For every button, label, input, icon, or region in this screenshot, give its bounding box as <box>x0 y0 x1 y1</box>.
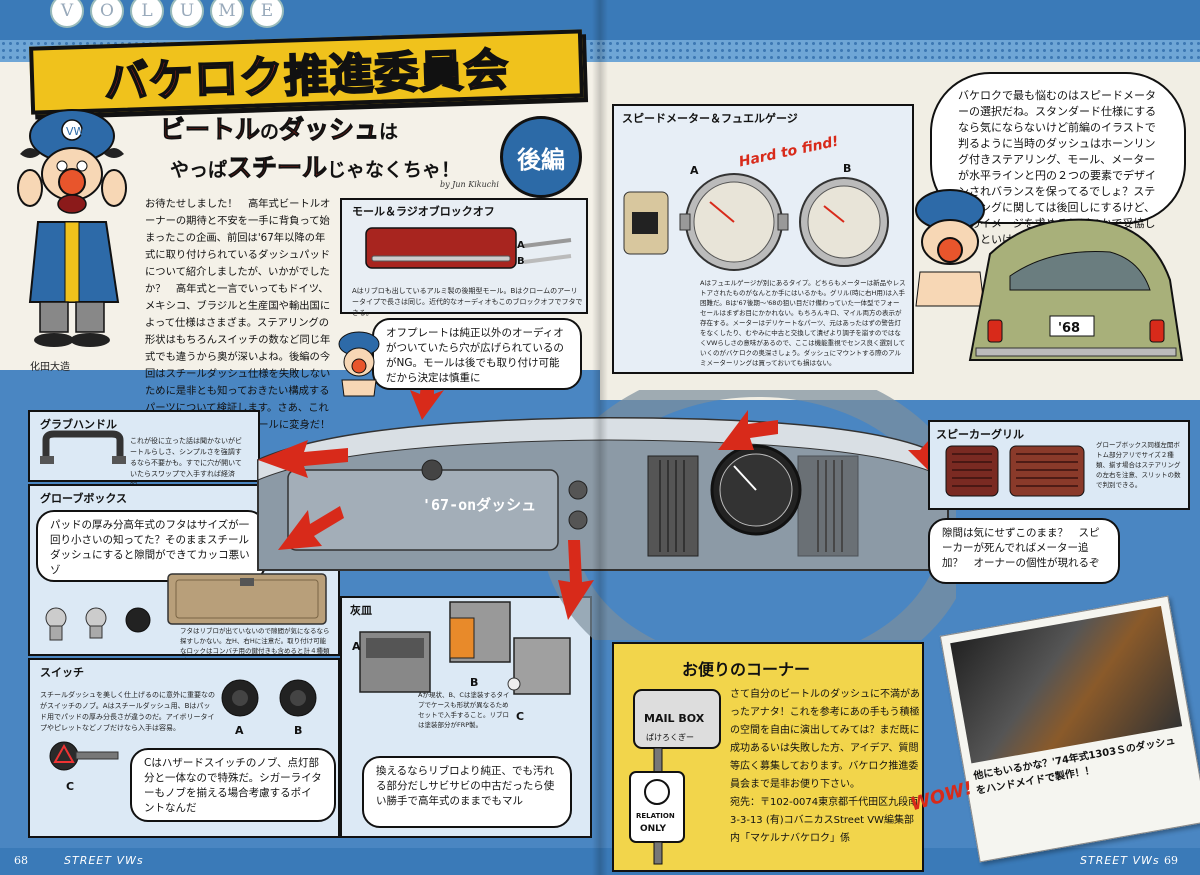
svg-text:'68: '68 <box>1058 321 1080 336</box>
ashtray-parts-image <box>359 601 571 695</box>
switch-label-c: C <box>66 780 75 793</box>
mascot-illustration: VW <box>17 109 127 347</box>
subtitle-part: やっぱ <box>170 159 228 181</box>
mole-caption: Aはリブロも出しているアルミ製の後期型モール。Bはクロームのアーリータイプで長さ… <box>352 287 583 317</box>
mail-address-line: 宛先：〒102-0074東京都千代田区九段南 <box>730 797 919 808</box>
dashboard-illustration <box>257 390 956 640</box>
beetle-car-illustration: '68 <box>915 189 1184 361</box>
volume-letter: O <box>90 0 124 28</box>
speedometer-gauges-image <box>623 173 889 271</box>
mailbox-label: MAIL BOX <box>644 712 705 725</box>
switch-label-a: A <box>235 724 244 737</box>
volume-letter: L <box>130 0 164 28</box>
glovebox-title: グローブボックス <box>40 492 128 505</box>
mailbox-illustration <box>629 689 721 865</box>
ashtray-bubble: 換えるならリブロより純正、でも汚れる部分だしサビサビの中古だったら使い勝手で高年… <box>362 756 572 828</box>
mascot-name: 化田大造 <box>30 362 70 373</box>
switch-bubble: Cはハザードスイッチのノブ、点灯部分と一体なので特殊だ。シガーライターもノブを揃… <box>130 748 336 822</box>
speaker-grill-caption: グローブボックス同様左開ボトム部分アリでサイズ２種類、揃す場合はステアリングの左… <box>1096 441 1181 489</box>
subtitle-part: ダッシュ <box>279 115 380 145</box>
switch-caption: スチールダッシュを美しく仕上げるのに意外に重要なのがスイッチのノブ。Aはスチール… <box>40 691 215 732</box>
mole-label-b: B <box>517 256 525 267</box>
volume-letter: U <box>170 0 204 28</box>
magazine-name-right: STREET VWs <box>1080 854 1160 867</box>
subtitle-part: は <box>379 121 399 143</box>
page-number-right: 69 <box>1164 854 1178 867</box>
subtitle-part: の <box>260 121 280 143</box>
mailbox-sublabel: ぱけろくぎー <box>646 733 694 742</box>
speedometer-caption: Aはフュエルゲージが別にあるタイプ。どちらもメーターは新品やレストアされたものが… <box>700 279 906 367</box>
glovebox-lid-image <box>167 573 327 625</box>
mole-label-a: A <box>517 240 525 251</box>
mail-corner-text: さて自分のビートルのダッシュに不満があったアナタ！これを参考にあの手もう積極の空… <box>730 686 920 848</box>
volume-circles: V O L U M E <box>50 0 284 28</box>
mole-parts-image <box>365 227 572 269</box>
ashtray-label-b: B <box>470 676 479 689</box>
mole-bubble: オフプレートは純正以外のオーディオがついていたら穴が広げられているのがNG。モー… <box>372 318 582 390</box>
hazard-knob-image <box>49 741 119 771</box>
glovebox-locks-image <box>45 607 151 641</box>
magazine-name-left: STREET VWs <box>64 854 144 867</box>
grab-handle-panel <box>28 410 260 482</box>
mail-address-line: 内「マケルナバケロク」係 <box>730 833 850 844</box>
top-dot-band-right <box>600 40 1200 62</box>
mail-corner-title: お便りのコーナー <box>682 660 811 679</box>
subtitle-part: スチール <box>227 153 328 183</box>
mail-body: さて自分のビートルのダッシュに不満があったアナタ！これを参考にあの手もう積極の空… <box>730 689 920 790</box>
article-subtitle: ビートルのダッシュは やっぱスチールじゃなくちゃ！ <box>159 112 520 188</box>
top-blue-band-right <box>600 0 1200 40</box>
reader-photo: 他にもいるかな？'74年式1303Ｓのダッシュをハンドメイドで製作！！ <box>939 595 1200 863</box>
relation-sign-line1: RELATION <box>636 812 675 820</box>
grab-handle-caption: これが役に立った話は聞かないがビートルらしさ、シンプルさを強調するなら不要かも。… <box>130 437 242 489</box>
speedometer-title: スピードメーター＆フュエルゲージ <box>622 112 798 125</box>
ashtray-caption: Aが現状、B、Cは塗装するタイプでケースも形状が異なるためセットで入手すること。… <box>418 691 510 729</box>
speedometer-label-a: A <box>690 164 699 177</box>
small-mascot-icon <box>338 331 380 397</box>
speaker-grill-title: スピーカーグリル <box>936 428 1024 441</box>
svg-text:VW: VW <box>66 125 85 138</box>
volume-letter: E <box>250 0 284 28</box>
grab-handle-title: グラブハンドル <box>40 418 117 431</box>
speedometer-label-b: B <box>843 162 852 175</box>
part-badge: 後編 <box>500 116 582 198</box>
ashtray-title: 灰皿 <box>350 604 372 617</box>
volume-letter: V <box>50 0 84 28</box>
volume-letter: M <box>210 0 244 28</box>
left-footer-band <box>0 848 600 875</box>
switch-knobs-image <box>221 679 317 717</box>
subtitle-part: じゃなくちゃ！ <box>327 159 461 181</box>
page-number-left: 68 <box>14 854 28 867</box>
switch-label-b: B <box>294 724 303 737</box>
mail-address-line: 3-3-13 (有)コバニカスStreet VW編集部 <box>730 815 914 826</box>
mole-title: モール＆ラジオブロックオフ <box>352 205 495 218</box>
relation-sign-line2: ONLY <box>640 824 667 834</box>
grab-handle-image <box>40 430 126 464</box>
switch-title: スイッチ <box>40 666 84 679</box>
byline: by Jun Kikuchi <box>440 180 499 189</box>
ashtray-label-a: A <box>352 640 361 653</box>
ashtray-label-c: C <box>516 710 525 723</box>
article-title: バケロク推進委員会 <box>102 44 510 110</box>
subtitle-part: ビートル <box>159 115 261 145</box>
speaker-grill-image <box>945 445 1085 497</box>
dashboard-label: '67-onダッシュ <box>422 496 537 514</box>
speaker-bubble: 隙間は気にせずこのまま？ スピーカーが死んでればメーター追加？ オーナーの個性が… <box>928 518 1120 584</box>
